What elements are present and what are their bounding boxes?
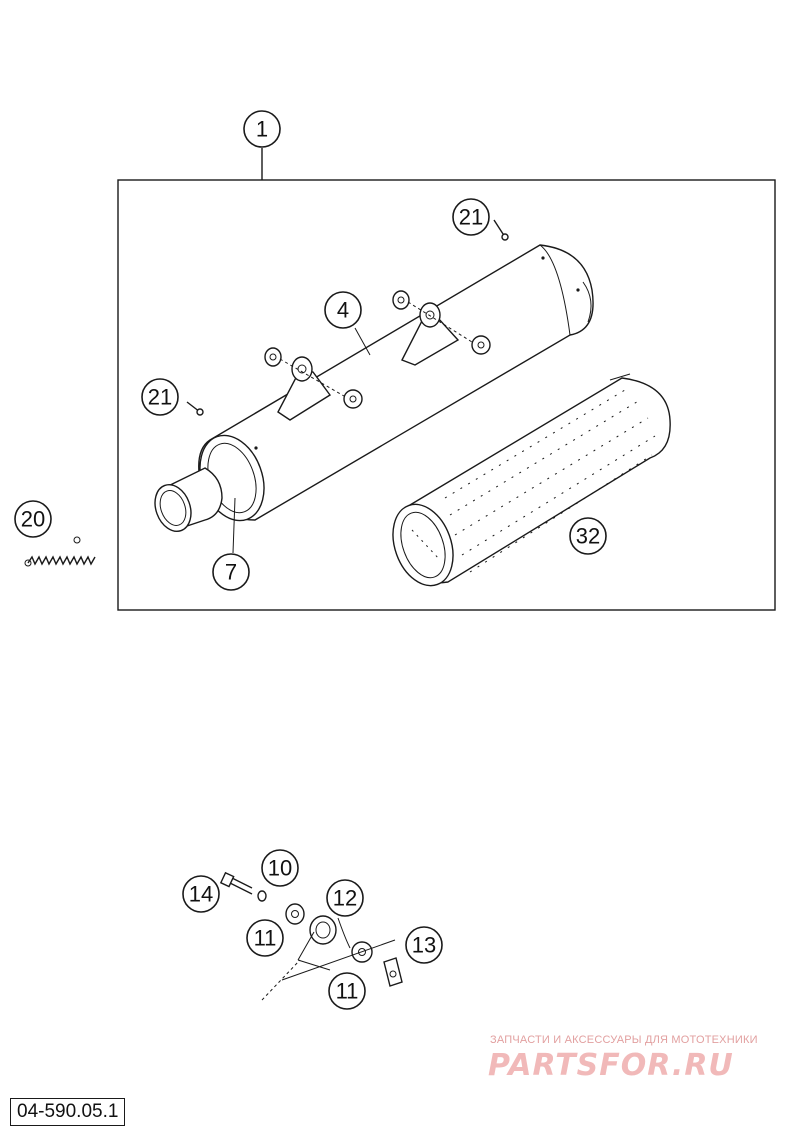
callout-32: 32 bbox=[569, 517, 607, 555]
reference-code: 04-590.05.1 bbox=[10, 1098, 126, 1126]
callout-10: 10 bbox=[261, 849, 299, 887]
callout-label: 20 bbox=[21, 507, 45, 532]
muffler-body bbox=[198, 244, 594, 522]
callout-label: 1 bbox=[256, 117, 268, 142]
callout-label: 11 bbox=[336, 979, 359, 1004]
callout-12: 12 bbox=[326, 879, 364, 917]
callout-1: 1 bbox=[243, 110, 281, 148]
callout-14: 14 bbox=[182, 875, 220, 913]
callout-label: 21 bbox=[459, 205, 483, 230]
callout-20: 20 bbox=[14, 500, 52, 538]
rivet-upper bbox=[493, 219, 509, 241]
callout-11-upper: 11 bbox=[246, 919, 284, 957]
rivet-lower bbox=[186, 401, 204, 416]
mounting-bracket-front bbox=[264, 347, 363, 421]
small-washer bbox=[257, 890, 267, 902]
callout-13: 13 bbox=[405, 926, 443, 964]
callout-21-lower: 21 bbox=[141, 378, 179, 416]
callout-label: 21 bbox=[148, 385, 172, 410]
screw bbox=[219, 871, 253, 895]
callout-label: 11 bbox=[254, 926, 277, 951]
spring bbox=[24, 536, 96, 567]
mounting-bracket-rear bbox=[392, 290, 491, 366]
callout-7: 7 bbox=[212, 497, 250, 591]
callout-label: 13 bbox=[412, 933, 436, 958]
callout-label: 4 bbox=[337, 298, 349, 323]
speed-nut bbox=[383, 957, 403, 987]
callout-11-lower: 11 bbox=[328, 972, 366, 1010]
callout-label: 10 bbox=[268, 856, 292, 881]
callout-21-upper: 21 bbox=[452, 198, 490, 236]
callout-label: 7 bbox=[225, 560, 237, 585]
watermark-logo: PARTSFOR.RU bbox=[488, 1048, 734, 1083]
callout-label: 12 bbox=[333, 886, 357, 911]
callout-4: 4 bbox=[324, 291, 371, 356]
grommet-washer-front bbox=[285, 903, 305, 925]
outlet-pipe bbox=[154, 467, 223, 532]
callout-label: 14 bbox=[189, 882, 213, 907]
callout-label: 32 bbox=[576, 524, 600, 549]
damping-insert bbox=[392, 373, 671, 587]
bracket-plate bbox=[281, 917, 396, 981]
watermark-tagline: ЗАПЧАСТИ И АКСЕССУАРЫ ДЛЯ МОТОТЕХНИКИ bbox=[490, 1034, 758, 1046]
assembly-frame bbox=[117, 179, 776, 611]
rubber-grommet bbox=[309, 915, 337, 945]
